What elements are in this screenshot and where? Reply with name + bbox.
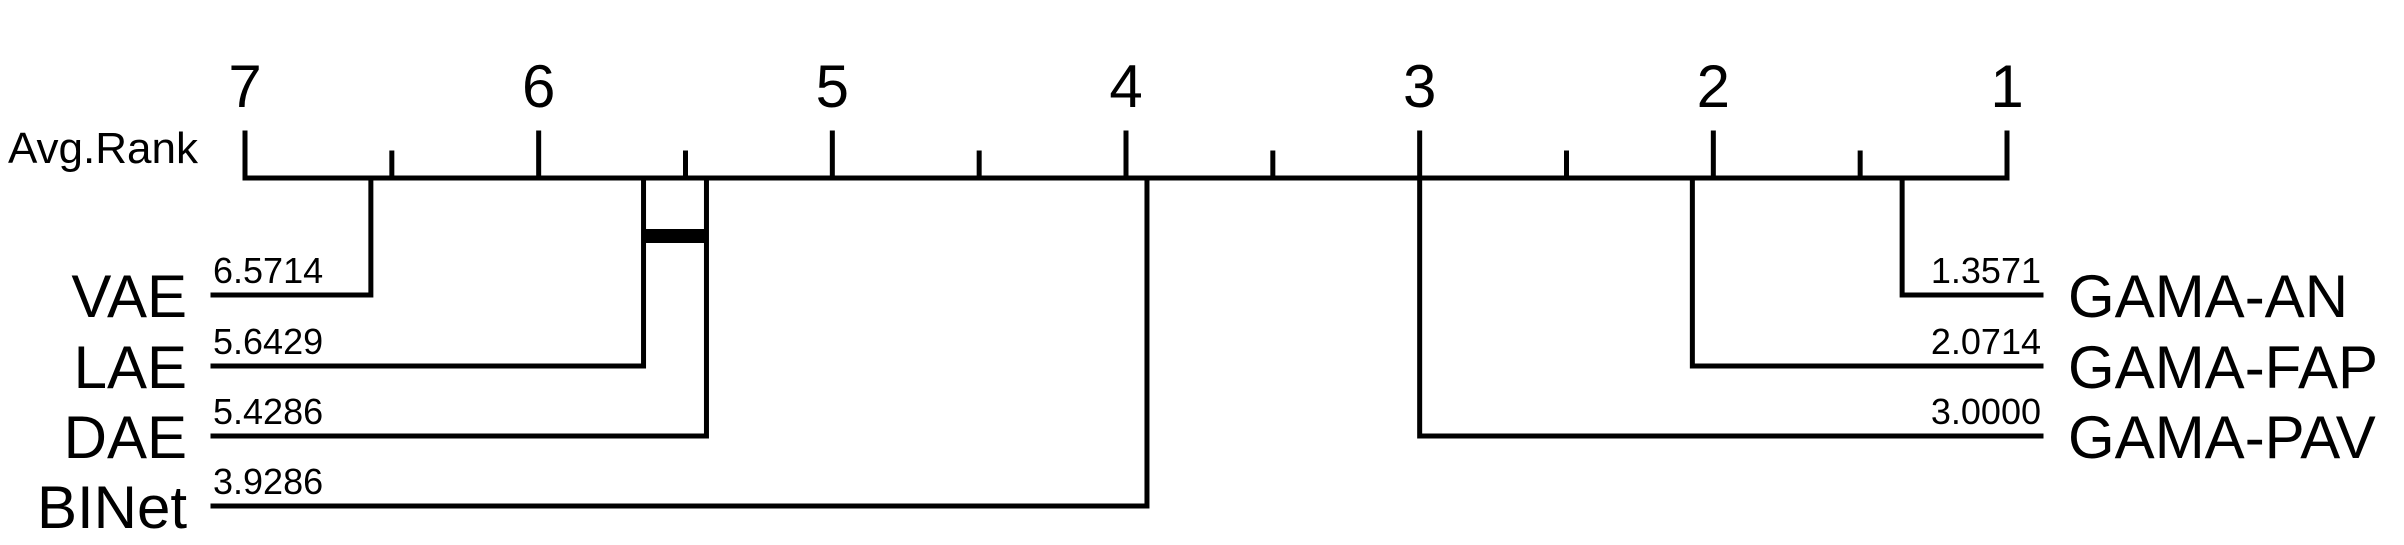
rank-connector [210,175,1150,509]
tick-label: 4 [1109,53,1142,120]
rank-connector [1417,175,2044,439]
rank-value-label: 5.6429 [213,321,323,362]
tick-label: 3 [1403,53,1436,120]
rank-connector [210,175,374,298]
tick-label: 5 [816,53,849,120]
rank-value-label: 6.5714 [213,250,323,291]
rank-value-label: 3.9286 [213,461,323,502]
method-label: LAE [74,334,187,401]
method-label: DAE [64,404,187,471]
axis-title: Avg.Rank [8,124,199,173]
rank-value-label: 5.4286 [213,391,323,432]
method-label: GAMA-FAP [2068,334,2378,401]
method-label: GAMA-PAV [2068,404,2376,471]
rank-value-label: 2.0714 [1931,321,2041,362]
rank-value-label: 1.3571 [1931,250,2041,291]
tick-label: 7 [228,53,261,120]
tick-label: 2 [1697,53,1730,120]
rank-connector [1899,175,2044,298]
tick-label: 1 [1990,53,2023,120]
tick-label: 6 [522,53,555,120]
method-label: GAMA-AN [2068,263,2348,330]
method-label: BINet [37,474,187,541]
rank-connector [210,175,709,439]
rank-value-label: 3.0000 [1931,391,2041,432]
rank-connector [1689,175,2044,369]
method-label: VAE [71,263,187,330]
